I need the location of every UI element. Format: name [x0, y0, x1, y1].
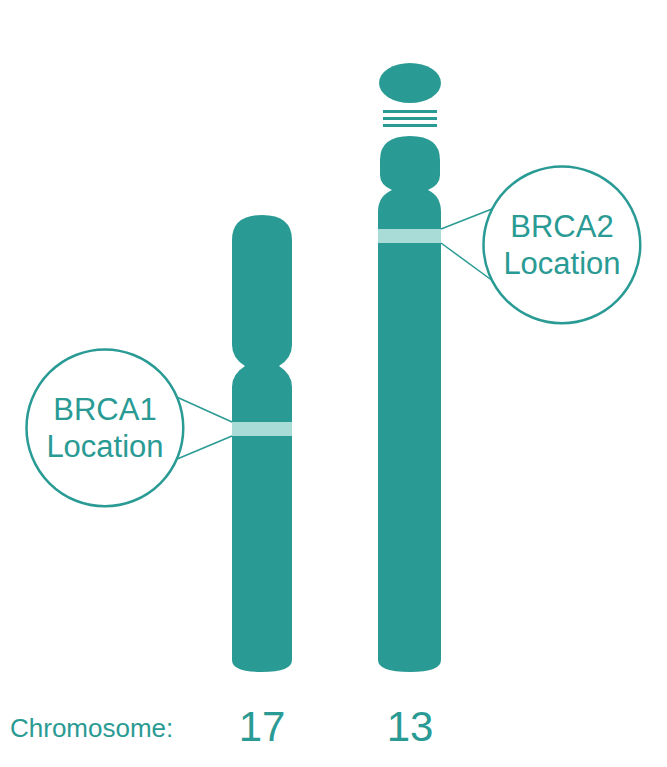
circle-border	[484, 167, 641, 324]
satellite	[379, 63, 441, 103]
axis-caption: Chromosome:	[10, 713, 173, 744]
stalk-stripe	[383, 124, 437, 127]
callout-circle: BRCA2 Location	[482, 165, 642, 325]
circle-outline	[25, 348, 185, 508]
chromosome-13	[378, 136, 441, 672]
chromosome-number: 13	[387, 703, 434, 751]
gene-location-label: BRCA1 Location	[40, 391, 170, 465]
callout-circle: BRCA1 Location	[25, 348, 185, 508]
gene-location-label: BRCA2 Location	[497, 208, 627, 282]
circle-border	[27, 350, 184, 507]
brca2-band	[378, 229, 441, 243]
chromosome-number: 17	[239, 703, 286, 751]
circle-outline	[482, 165, 642, 325]
stalk-stripe	[383, 117, 437, 120]
callout-text-group: BRCA1 Location	[40, 391, 170, 465]
stalk-stripe	[383, 110, 437, 113]
chromosome-17	[232, 215, 292, 672]
callout-text-group: BRCA2 Location	[497, 208, 627, 282]
brca1-band	[232, 422, 292, 436]
